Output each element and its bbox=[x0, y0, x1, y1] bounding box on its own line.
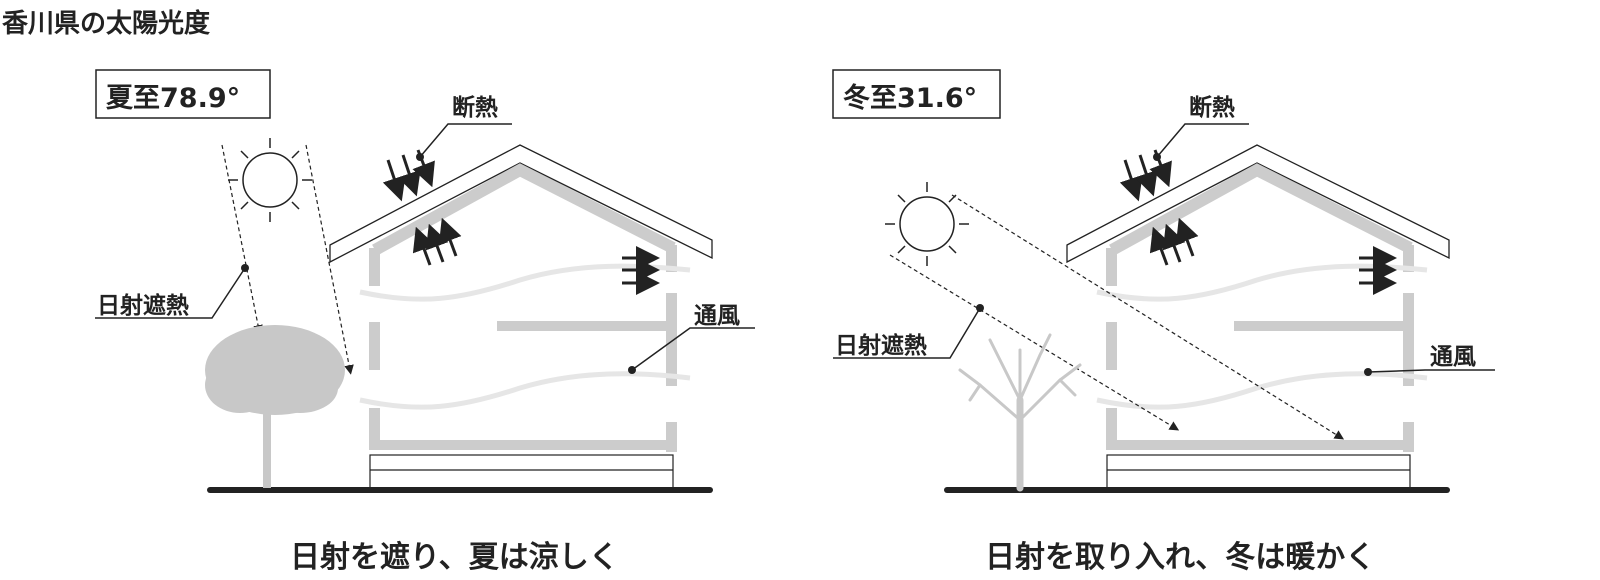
page-title: 香川県の太陽光度 bbox=[2, 9, 211, 39]
summer-insulation-label: 断熱 bbox=[452, 95, 498, 121]
tree-bare-icon bbox=[958, 333, 1082, 492]
winter-ventilation-label: 通風 bbox=[1430, 344, 1476, 370]
sun-icon bbox=[227, 137, 313, 223]
summer-caption: 日射を遮り、夏は涼しく bbox=[290, 540, 619, 575]
summer-angle-label: 夏至78.9° bbox=[106, 83, 241, 114]
sun-rays-winter bbox=[889, 194, 1345, 440]
sun-rays-summer bbox=[221, 144, 354, 375]
summer-ventilation-label: 通風 bbox=[694, 303, 740, 329]
sun-icon bbox=[884, 181, 970, 267]
winter-angle-label: 冬至31.6° bbox=[843, 83, 978, 114]
winter-insulation-label: 断熱 bbox=[1189, 95, 1235, 121]
winter-angle-box bbox=[832, 69, 1001, 119]
tree-leafy-icon bbox=[205, 325, 345, 488]
winter-caption: 日射を取り入れ、冬は暖かく bbox=[985, 540, 1376, 575]
winter-shading-label: 日射遮熱 bbox=[835, 333, 927, 359]
summer-shading-label: 日射遮熱 bbox=[97, 293, 189, 319]
summer-angle-box bbox=[95, 69, 271, 119]
